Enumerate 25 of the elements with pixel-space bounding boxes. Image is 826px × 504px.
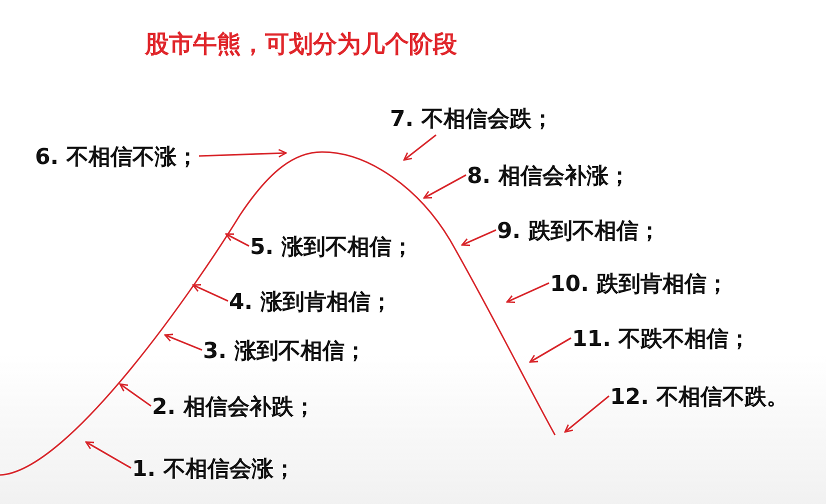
arrow [506,282,550,304]
stage-label: 4. 涨到肯相信； [229,289,392,317]
title: 股市牛熊，可划分为几个阶段 [145,29,457,60]
arrow [225,233,250,247]
stage-label: 12. 不相信不跌。 [610,384,789,412]
stage-label: 7. 不相信会跌； [390,106,554,134]
arrow [198,148,287,158]
stage-label: 6. 不相信不涨； [35,144,198,172]
arrow [192,284,228,302]
stage-label: 11. 不跌不相信； [572,326,751,354]
arrow [403,134,436,161]
stage-label: 3. 涨到不相信； [203,338,366,366]
stage-label: 2. 相信会补跌； [152,394,316,422]
arrow [85,441,132,469]
arrow [423,174,466,199]
arrow [461,229,496,246]
arrow [529,337,572,363]
arrow [119,383,152,407]
stage-label: 8. 相信会补涨； [467,163,630,191]
stage-label: 5. 涨到不相信； [250,234,414,262]
stage-label: 1. 不相信会涨； [132,456,296,484]
stage-label: 10. 跌到肯相信； [550,271,729,299]
arrow [564,395,610,433]
stage-label: 9. 跌到不相信； [497,218,660,246]
arrow [164,334,202,351]
